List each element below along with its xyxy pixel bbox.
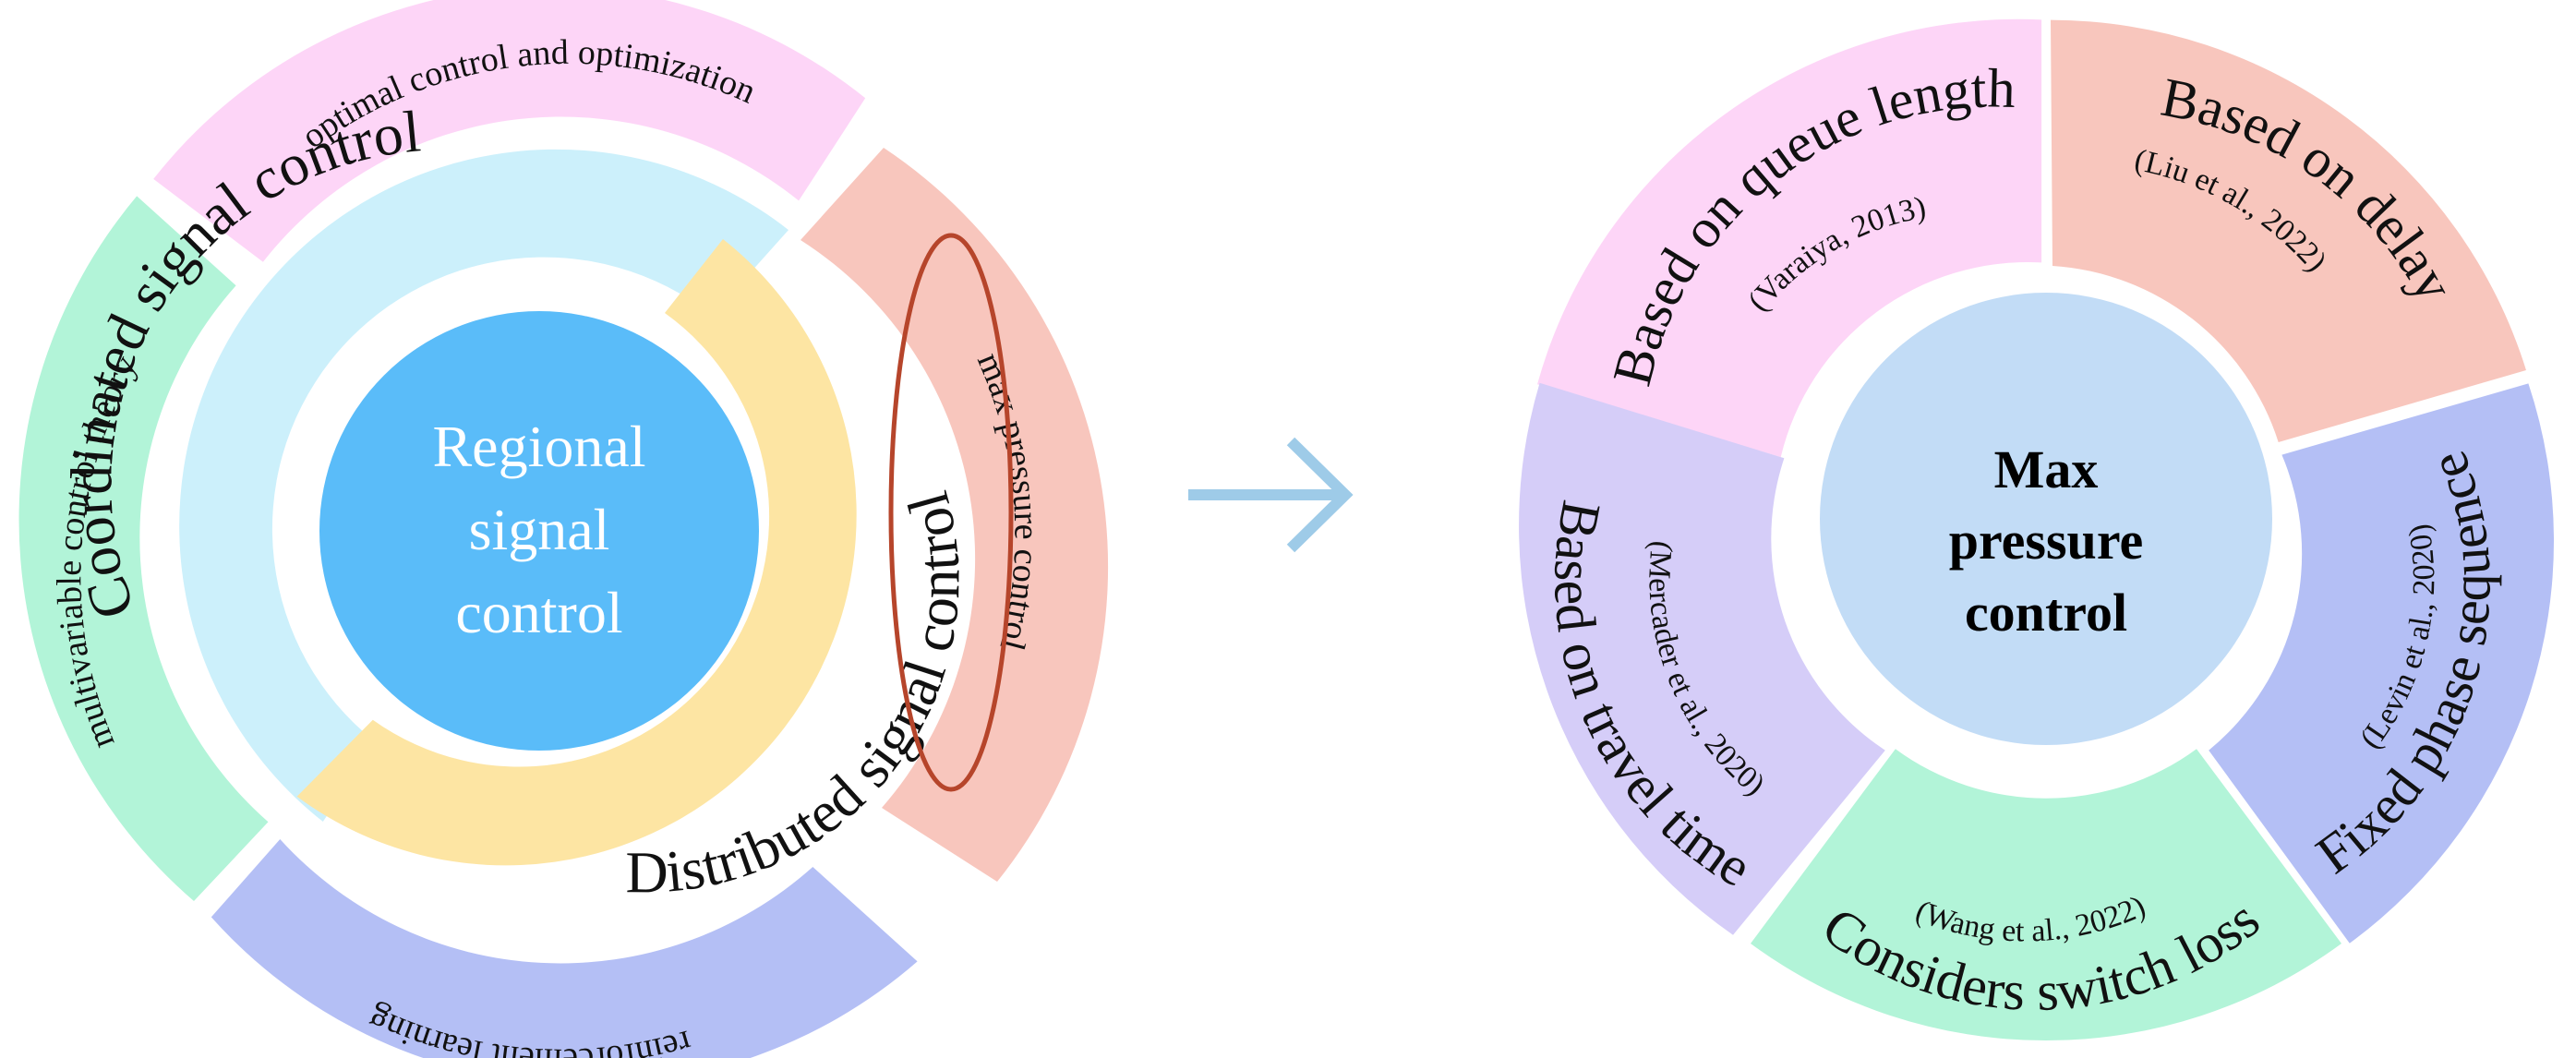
center-label-line-2: signal: [469, 497, 610, 562]
segment-reinforcement: [211, 839, 918, 1058]
left-diagram: Regional signal control Coordinated sign…: [18, 0, 1109, 1058]
center-label-line-1: Regional: [432, 414, 645, 479]
center-right-line-1: Max: [1994, 439, 2099, 499]
segment-queue-length: [1537, 18, 2042, 458]
center-right-line-3: control: [1965, 583, 2127, 643]
segment-coordinated: [179, 149, 788, 823]
center-right-line-2: pressure: [1949, 511, 2144, 571]
highlight-ellipse: [888, 233, 1014, 792]
segment-multivariable: [18, 196, 269, 901]
segment-travel-time: [1519, 382, 1885, 935]
segment-max-pressure: [800, 148, 1109, 882]
center-label-line-3: control: [455, 580, 622, 645]
right-diagram: Max pressure control Based on queue leng…: [1519, 18, 2555, 1041]
segment-distributed: [296, 239, 857, 866]
center-regional-signal-control: [319, 311, 759, 751]
right-arrow-icon: [1188, 437, 1354, 553]
center-max-pressure-control: [1820, 293, 2272, 745]
segment-optimal-control: [153, 0, 866, 262]
segment-delay: [2051, 19, 2526, 442]
segment-switch-loss: [1751, 749, 2341, 1041]
segment-fixed-phase: [2209, 383, 2555, 944]
